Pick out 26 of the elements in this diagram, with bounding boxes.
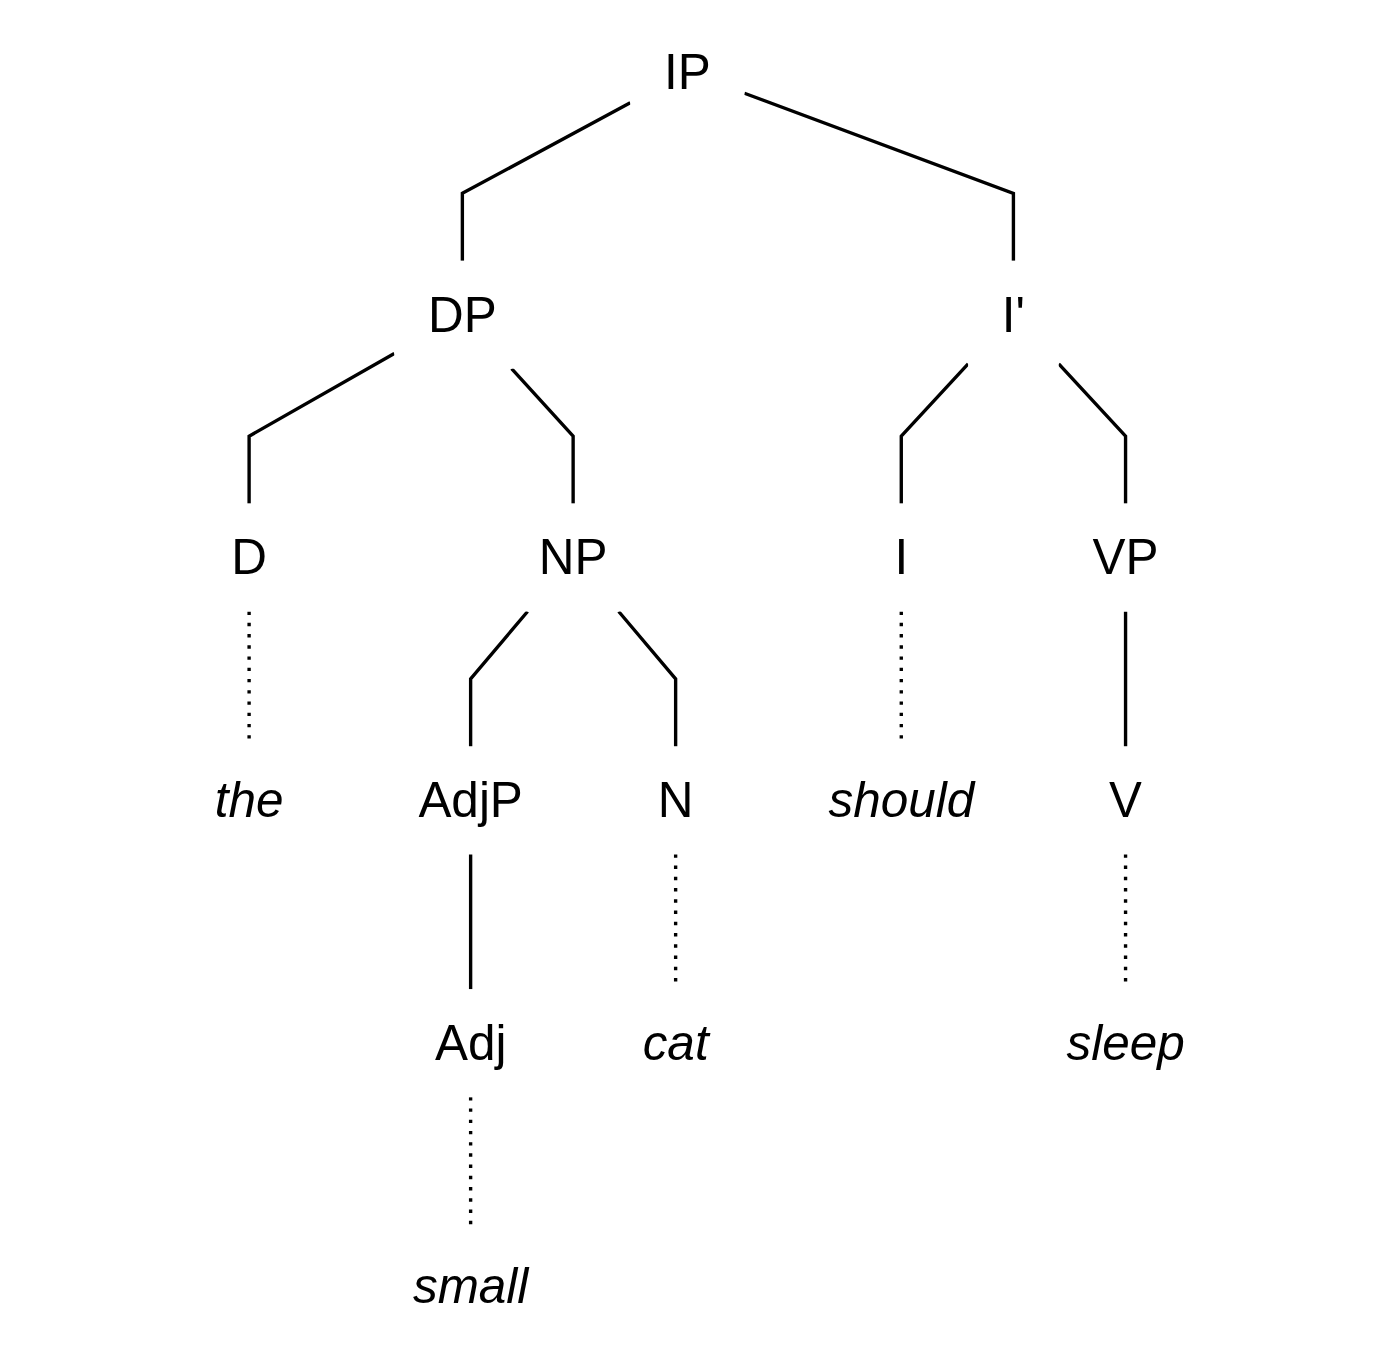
connector xyxy=(743,91,1015,261)
node-text: N xyxy=(657,771,694,827)
connector xyxy=(899,362,970,504)
node-text: sleep xyxy=(1066,1014,1185,1070)
node-text: NP xyxy=(538,528,608,585)
connector xyxy=(468,609,529,746)
connector xyxy=(247,351,395,504)
node-text: cat xyxy=(642,1014,709,1070)
node-text: should xyxy=(828,771,974,827)
connector xyxy=(460,100,631,261)
connector xyxy=(468,853,473,989)
node-text: AdjP xyxy=(418,771,523,827)
connector xyxy=(617,609,678,746)
node-text: small xyxy=(412,1257,529,1313)
connector xyxy=(1057,362,1128,504)
node-text: I' xyxy=(1001,286,1025,342)
connector xyxy=(510,367,575,504)
node-text: IP xyxy=(663,43,711,99)
connector xyxy=(1123,611,1128,746)
node-text: VP xyxy=(1092,528,1159,585)
node-text: the xyxy=(214,771,284,827)
node-text: DP xyxy=(427,286,497,342)
node-text: V xyxy=(1108,771,1142,827)
node-text: Adj xyxy=(434,1014,507,1070)
node-text: D xyxy=(231,528,267,585)
node-text: I xyxy=(894,528,908,585)
